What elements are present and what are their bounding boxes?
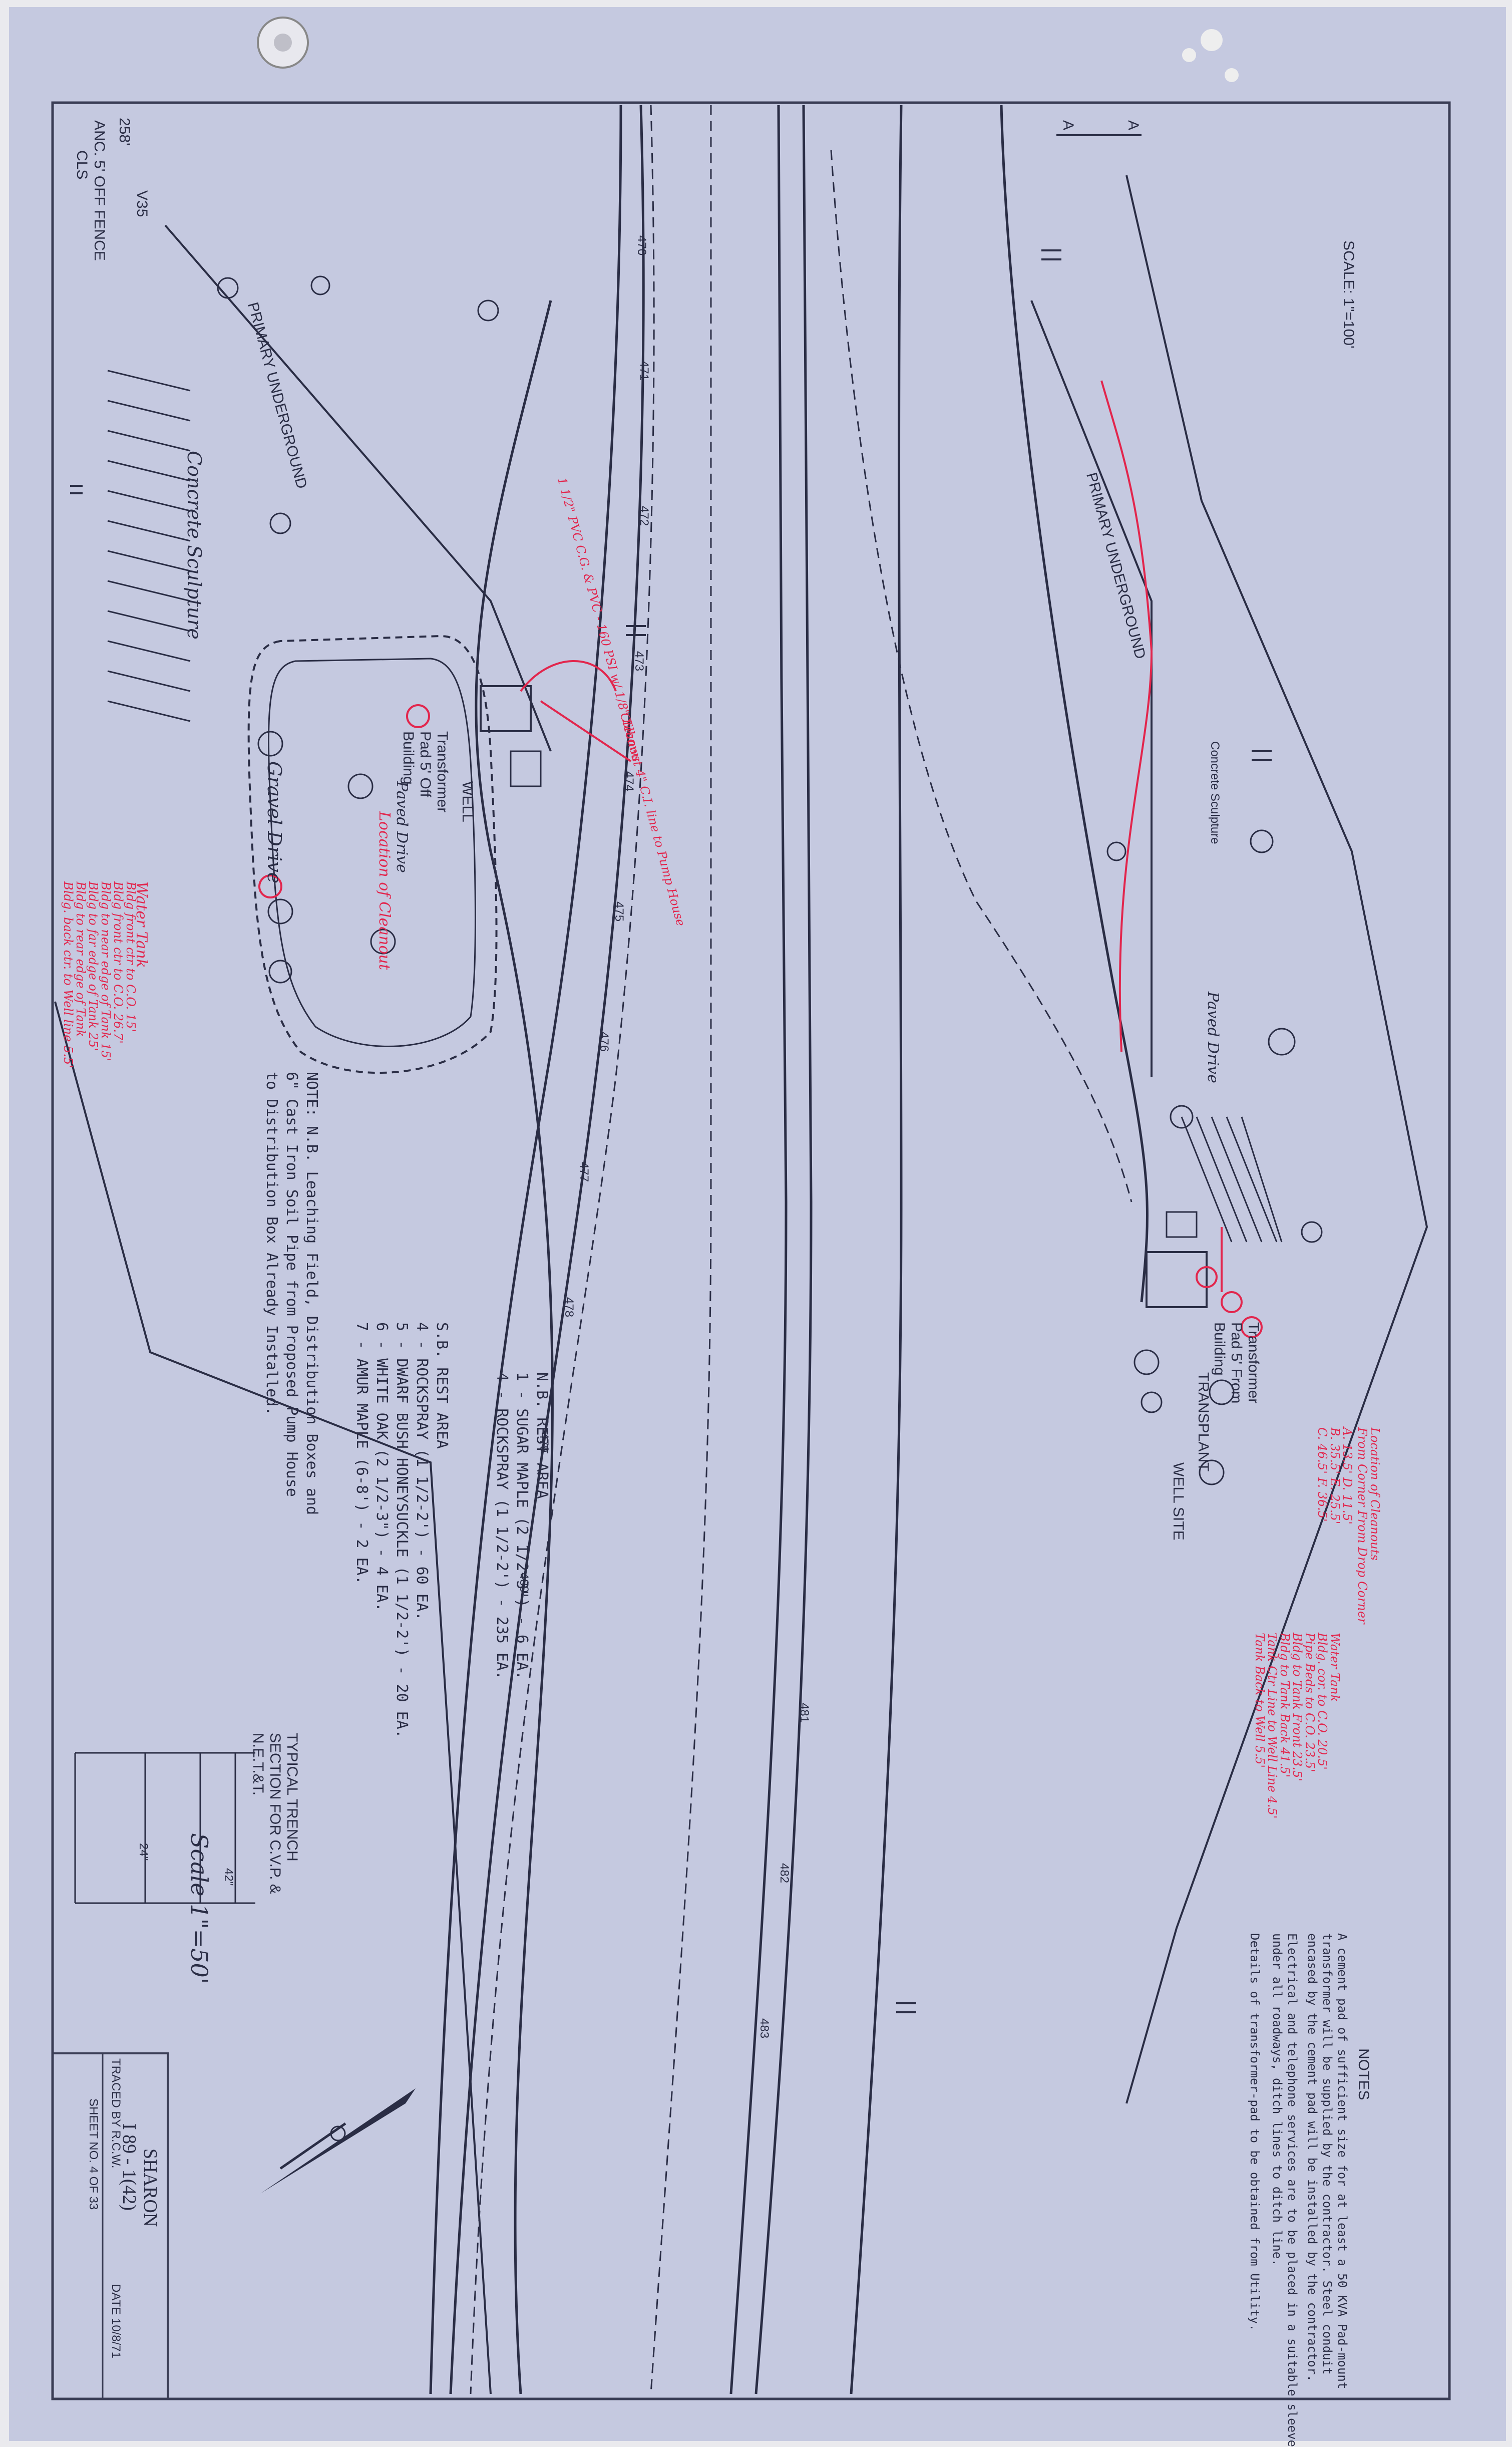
v35-label: V35: [134, 190, 150, 217]
sheet-border: [51, 101, 1451, 2400]
location-right-1: From Corner From Drop Corner: [1355, 1427, 1369, 1624]
notes-heading: NOTES: [1355, 2048, 1372, 2100]
notes-line-3: encased by the cement pad will be instal…: [1305, 1933, 1319, 2382]
punch-hole: [1201, 29, 1223, 51]
trench-width: 24": [137, 1843, 150, 1861]
concrete-culvert: Concrete Sculpture: [183, 451, 205, 640]
station-470: 470: [635, 235, 648, 256]
sheet-number: SHEET NO. 4 OF 33: [87, 2098, 100, 2210]
water-tank-right-4: Bldg to Tank Back 41.5': [1278, 1633, 1292, 1778]
sb-item-4: 4 - ROCKSPRAY (1 1/2-2') - 60 EA.: [413, 1322, 431, 1621]
red-markups: [258, 380, 1263, 1338]
sb-item-6: 6 - WHITE OAK (2 1/2-3") - 4 EA.: [373, 1322, 391, 1612]
trench-section: [74, 1752, 255, 1904]
north-arrow: [260, 2088, 416, 2194]
anc-fence: ANC. 5' OFF FENCE: [91, 120, 108, 261]
highway-lines: [429, 105, 1149, 2394]
section-a-left: A: [1060, 120, 1076, 131]
station-476: 476: [597, 1032, 611, 1052]
water-tank-right-6: Tank Back to Well 5.5': [1253, 1633, 1267, 1768]
water-tank-left-4: Bldg to far edge of Tank 25': [86, 881, 100, 1051]
sb-item-5: 5 - DWARF BUSH HONEYSUCKLE (1 1/2-2') - …: [393, 1322, 411, 1738]
gravel-drive: Gravel Drive: [263, 761, 285, 884]
property-lines: [54, 175, 1428, 2394]
well-left-label: WELL: [459, 781, 476, 822]
water-tank-left-1: Bldg front ctr to C.O. 15': [124, 881, 138, 1032]
notes-line-1: A cement pad of sufficient size for at l…: [1335, 1933, 1349, 2389]
parking-stalls-left: [107, 370, 191, 722]
water-tank-right-5: Tank Ctr Line to Well Line 4.5': [1265, 1633, 1279, 1819]
station-475: 475: [612, 901, 626, 922]
trench-depth: 42": [222, 1868, 235, 1886]
leaching-note-2: 6" Cast Iron Soil Pipe from Proposed Pum…: [283, 1072, 300, 1497]
drive-loop-inner: [268, 658, 476, 1047]
location-right-0: Location of Cleanouts: [1368, 1427, 1382, 1561]
scale-bottom: Scale 1"=50': [186, 1833, 213, 1984]
transplant-label: TRANSPLANT: [1195, 1372, 1212, 1472]
water-tank-right-0: Water Tank: [1328, 1633, 1342, 1702]
station-472: 472: [637, 506, 651, 526]
scale-top: SCALE: 1"=100': [1340, 240, 1357, 349]
title-block: [52, 2052, 169, 2400]
location-right-4: C. 46.5' F. 36.5': [1315, 1427, 1329, 1522]
project-name: SHARON: [140, 2149, 161, 2227]
station-480: 480: [517, 1573, 531, 1593]
parking-stalls-right: [1181, 1116, 1283, 1243]
sb-item-7: 7 - AMUR MAPLE (6-8') - 2 EA.: [353, 1322, 370, 1585]
notes-line-6: Details of transformer-pad to be obtaine…: [1248, 1933, 1262, 2331]
transformer-right: Transformer Pad 5' From Building: [1211, 1322, 1262, 1404]
station-482: 482: [778, 1863, 791, 1884]
water-tank-left-5: Bldg to rear edge of Tank: [74, 881, 88, 1037]
water-tank-left-6: Bldg. back ctr. to Well line 5.5': [61, 881, 75, 1068]
pole-258: 258': [116, 118, 133, 146]
location-right-2: A. 13.5' D. 11.5': [1340, 1427, 1354, 1524]
station-483: 483: [758, 2018, 771, 2039]
leaching-note-1: NOTE: N.B. Leaching Field, Distribution …: [303, 1072, 320, 1515]
paper-sheet: [9, 7, 1506, 2441]
right-of-way-lines: [470, 105, 1132, 2394]
gravel-drive-loop: [247, 635, 498, 1074]
station-477: 477: [577, 1162, 591, 1182]
station-471: 471: [637, 361, 651, 381]
cls-label: CLS: [74, 150, 90, 180]
station-479: 479: [537, 1432, 551, 1453]
section-a-right: A: [1125, 120, 1142, 131]
drawing-date: DATE 10/8/71: [109, 2284, 123, 2358]
notes-line-5: under all roadways, ditch lines to ditch…: [1270, 1933, 1284, 2266]
water-tank-left-2: Bldg front ctr to C.O. 26.7': [111, 881, 125, 1044]
sb-rest-title: S.B. REST AREA: [433, 1322, 451, 1449]
water-tank-right-1: Bldg. cor. to C.O. 20.5': [1315, 1633, 1329, 1770]
location-right-3: B. 35.5' E. 25.5': [1328, 1427, 1342, 1524]
water-tank-left-3: Bldg to near edge of Tank 15': [99, 881, 113, 1062]
drive-right: Paved Drive: [1204, 992, 1222, 1083]
building-right: [1146, 1251, 1208, 1308]
hash-marks: [70, 249, 1272, 2013]
nb-item-1: 1 - SUGAR MAPLE (2 1/2-3") - 6 EA.: [513, 1372, 531, 1680]
water-tank-right-2: Pipe Beds to C.O. 23.5': [1303, 1633, 1317, 1772]
paved-drive: Paved Drive: [393, 781, 411, 873]
location-cleanout-left: Location of Cleanout: [375, 811, 393, 970]
notes-line-4: Electrical and telephone services are to…: [1285, 1933, 1299, 2447]
concrete-right: Concrete Sculpture: [1208, 741, 1222, 844]
trench-title: TYPICAL TRENCH SECTION FOR C.V.P. & N.E.…: [250, 1733, 300, 1894]
leaching-note-3: to Distribution Box Already Installed.: [263, 1072, 280, 1416]
tree-symbols: [217, 275, 1323, 1485]
traced-by: TRACED BY R.C.W.: [109, 2058, 123, 2169]
building-left: [480, 685, 532, 732]
station-481: 481: [798, 1703, 811, 1723]
station-478: 478: [562, 1297, 576, 1318]
nb-item-2: 4 - ROCKSPRAY (1 1/2-2') - 235 EA.: [493, 1372, 511, 1680]
well-site-label: WELL SITE: [1170, 1462, 1187, 1541]
notes-line-2: transformer will be supplied by the cont…: [1320, 1933, 1334, 2375]
water-tank-right-3: Bldg to Tank Front 23.5': [1290, 1633, 1304, 1781]
station-473: 473: [632, 651, 646, 672]
